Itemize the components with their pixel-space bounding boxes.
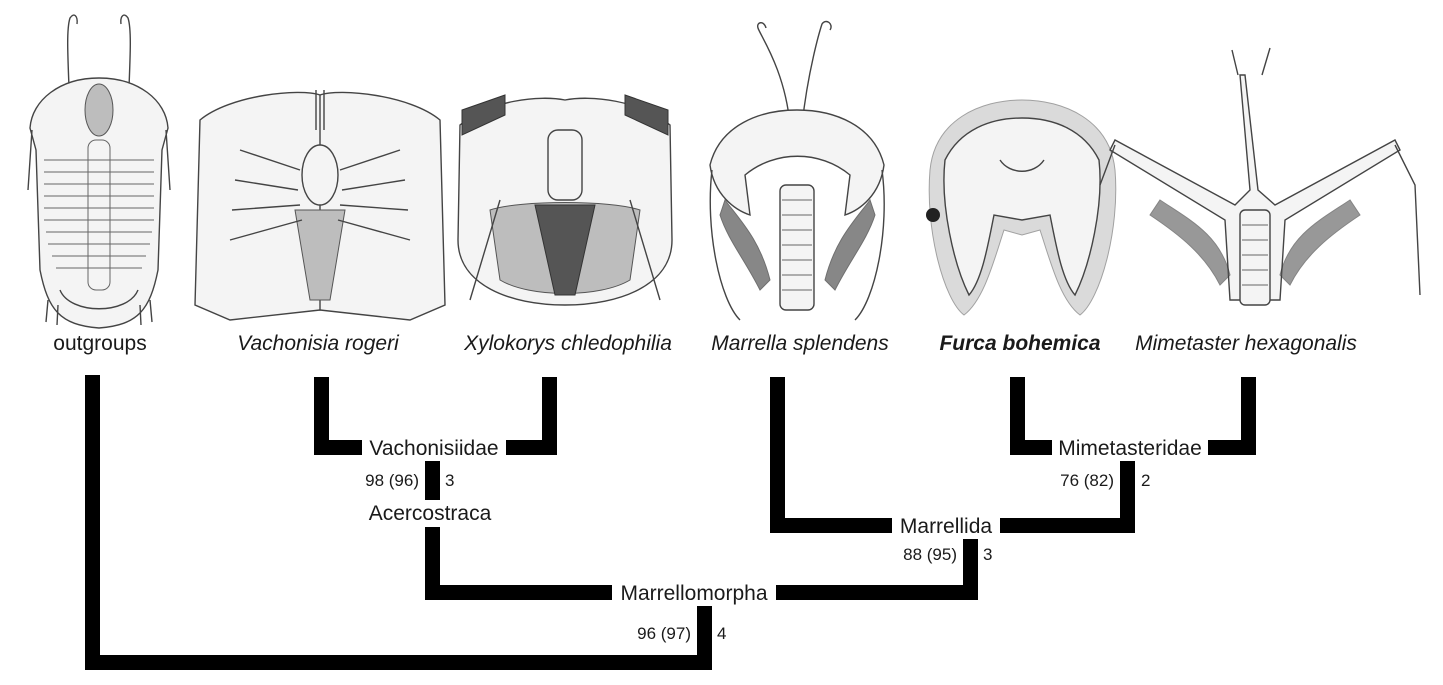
bootstrap-marrellomorpha: 96 (97) — [637, 624, 691, 643]
clade-label-marrellida: Marrellida — [900, 515, 993, 538]
branch-xylokorys — [542, 377, 557, 455]
marrella-illustration — [709, 20, 885, 321]
branch-marrellida-stem — [963, 533, 978, 600]
taxon-label-vachonisia: Vachonisia rogeri — [237, 332, 400, 355]
branch-outgroups — [85, 375, 100, 670]
taxon-label-outgroups: outgroups — [53, 332, 146, 355]
branch-mimetasteridae-stem — [1120, 455, 1135, 533]
mimetaster-illustration — [1099, 47, 1421, 306]
vachonisia-illustration — [194, 90, 446, 321]
trilobite-illustration — [27, 14, 171, 329]
taxon-label-marrella: Marrella splendens — [711, 332, 889, 355]
taxon-label-mimetaster: Mimetaster hexagonalis — [1135, 332, 1357, 355]
taxon-label-furca: Furca bohemica — [939, 332, 1100, 355]
furca-illustration — [926, 99, 1117, 316]
taxon-label-xylokorys: Xylokorys chledophilia — [463, 332, 672, 355]
xylokorys-illustration — [457, 94, 673, 306]
clade-label-acercostraca: Acercostraca — [369, 502, 492, 525]
bremer-marrellomorpha: 4 — [717, 624, 726, 643]
clade-label-mimetasteridae: Mimetasteridae — [1058, 437, 1202, 460]
clade-label-vachonisiidae: Vachonisiidae — [369, 437, 498, 460]
branch-vachonisia — [314, 377, 329, 455]
branch-marrella — [770, 377, 785, 533]
bootstrap-marrellida: 88 (95) — [903, 545, 957, 564]
bootstrap-mimetasteridae: 76 (82) — [1060, 471, 1114, 490]
branch-root — [85, 655, 712, 670]
clade-label-marrellomorpha: Marrellomorpha — [620, 582, 767, 605]
branch-mimetaster — [1241, 377, 1256, 455]
bremer-mimetasteridae: 2 — [1141, 471, 1150, 490]
bootstrap-acercostraca: 98 (96) — [365, 471, 419, 490]
branch-acercostraca — [425, 455, 440, 600]
bremer-marrellida: 3 — [983, 545, 992, 564]
bremer-acercostraca: 3 — [445, 471, 454, 490]
branch-marrellomorpha-stem — [697, 600, 712, 670]
branch-furca — [1010, 377, 1025, 455]
